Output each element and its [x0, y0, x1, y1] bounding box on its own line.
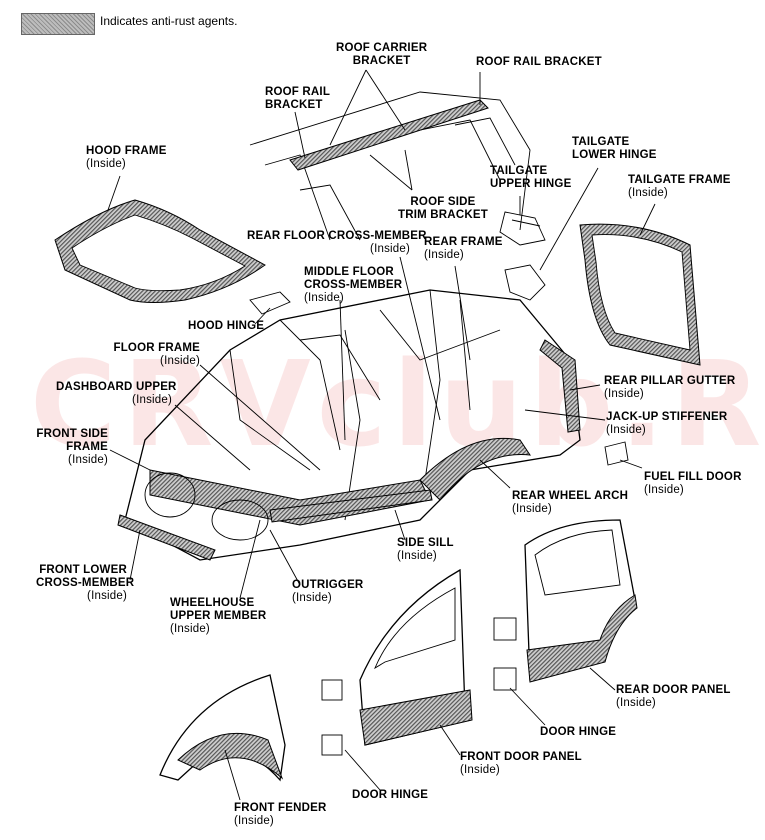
watermark: CRVclub.RU: [30, 335, 765, 473]
label-fuel-fill-door: FUEL FILL DOOR (Inside): [644, 471, 742, 496]
label-rear-wheel-arch: REAR WHEEL ARCH (Inside): [512, 490, 629, 515]
label-rear-door-panel: REAR DOOR PANEL (Inside): [616, 684, 731, 709]
label-rear-floor-cross-member: REAR FLOOR CROSS-MEMBER (Inside): [247, 230, 427, 255]
label-tailgate-lower-hinge: TAILGATE LOWER HINGE: [572, 136, 657, 161]
legend-swatch: [21, 13, 95, 35]
hood-hinge-shape: [249, 291, 291, 315]
label-wheelhouse-upper-member: WHEELHOUSE UPPER MEMBER (Inside): [170, 597, 267, 635]
fuel-fill-door-shape: [604, 441, 629, 466]
label-front-fender: FRONT FENDER (Inside): [234, 802, 327, 827]
side-sill-strip: [269, 489, 433, 523]
label-door-hinge-right: DOOR HINGE: [540, 726, 617, 738]
label-rear-frame: REAR FRAME (Inside): [424, 236, 503, 261]
label-roof-rail-bracket-left: ROOF RAIL BRACKET: [265, 86, 331, 111]
label-door-hinge-bottom: DOOR HINGE: [352, 789, 429, 801]
label-hood-hinge: HOOD HINGE: [188, 320, 265, 332]
leader-lines: [107, 69, 656, 801]
body-shell: [117, 289, 581, 561]
label-roof-carrier-bracket: ROOF CARRIER BRACKET: [336, 42, 428, 67]
label-front-lower-cross-member: FRONT LOWER CROSS-MEMBER (Inside): [36, 564, 135, 602]
label-front-door-panel: FRONT DOOR PANEL (Inside): [460, 751, 582, 776]
front-door-shape: [359, 568, 473, 746]
label-outrigger: OUTRIGGER (Inside): [292, 579, 364, 604]
legend-text: Indicates anti-rust agents.: [100, 14, 238, 28]
tailgate-upper-hinge-shape: [499, 211, 546, 246]
pillar-gutter-strip: [539, 339, 581, 433]
label-roof-side-trim-bracket: ROOF SIDE TRIM BRACKET: [398, 196, 488, 221]
label-side-sill: SIDE SILL (Inside): [397, 537, 454, 562]
label-middle-floor-cross-member: MIDDLE FLOOR CROSS-MEMBER (Inside): [304, 266, 403, 304]
rear-arch-strip: [419, 437, 532, 501]
door-hinges-shape: [321, 617, 517, 756]
label-rear-pillar-gutter: REAR PILLAR GUTTER (Inside): [604, 375, 736, 400]
front-fender-shape: [159, 674, 286, 782]
label-hood-frame: HOOD FRAME (Inside): [86, 145, 167, 170]
front-cross-member-strip: [117, 514, 216, 561]
roof-rail-strip: [289, 99, 489, 171]
label-tailgate-upper-hinge: TAILGATE UPPER HINGE: [490, 165, 572, 190]
rear-door-shape: [524, 519, 638, 683]
label-jack-up-stiffener: JACK-UP STIFFENER (Inside): [606, 411, 728, 436]
tailgate-lower-hinge-shape: [504, 264, 546, 301]
label-dashboard-upper: DASHBOARD UPPER (Inside): [56, 381, 177, 406]
label-floor-frame: FLOOR FRAME (Inside): [113, 342, 200, 367]
roof-panel: [249, 91, 531, 241]
label-roof-rail-bracket-top: ROOF RAIL BRACKET: [476, 56, 602, 68]
label-front-side-frame: FRONT SIDE FRAME (Inside): [36, 428, 108, 466]
label-tailgate-frame: TAILGATE FRAME (Inside): [628, 174, 731, 199]
